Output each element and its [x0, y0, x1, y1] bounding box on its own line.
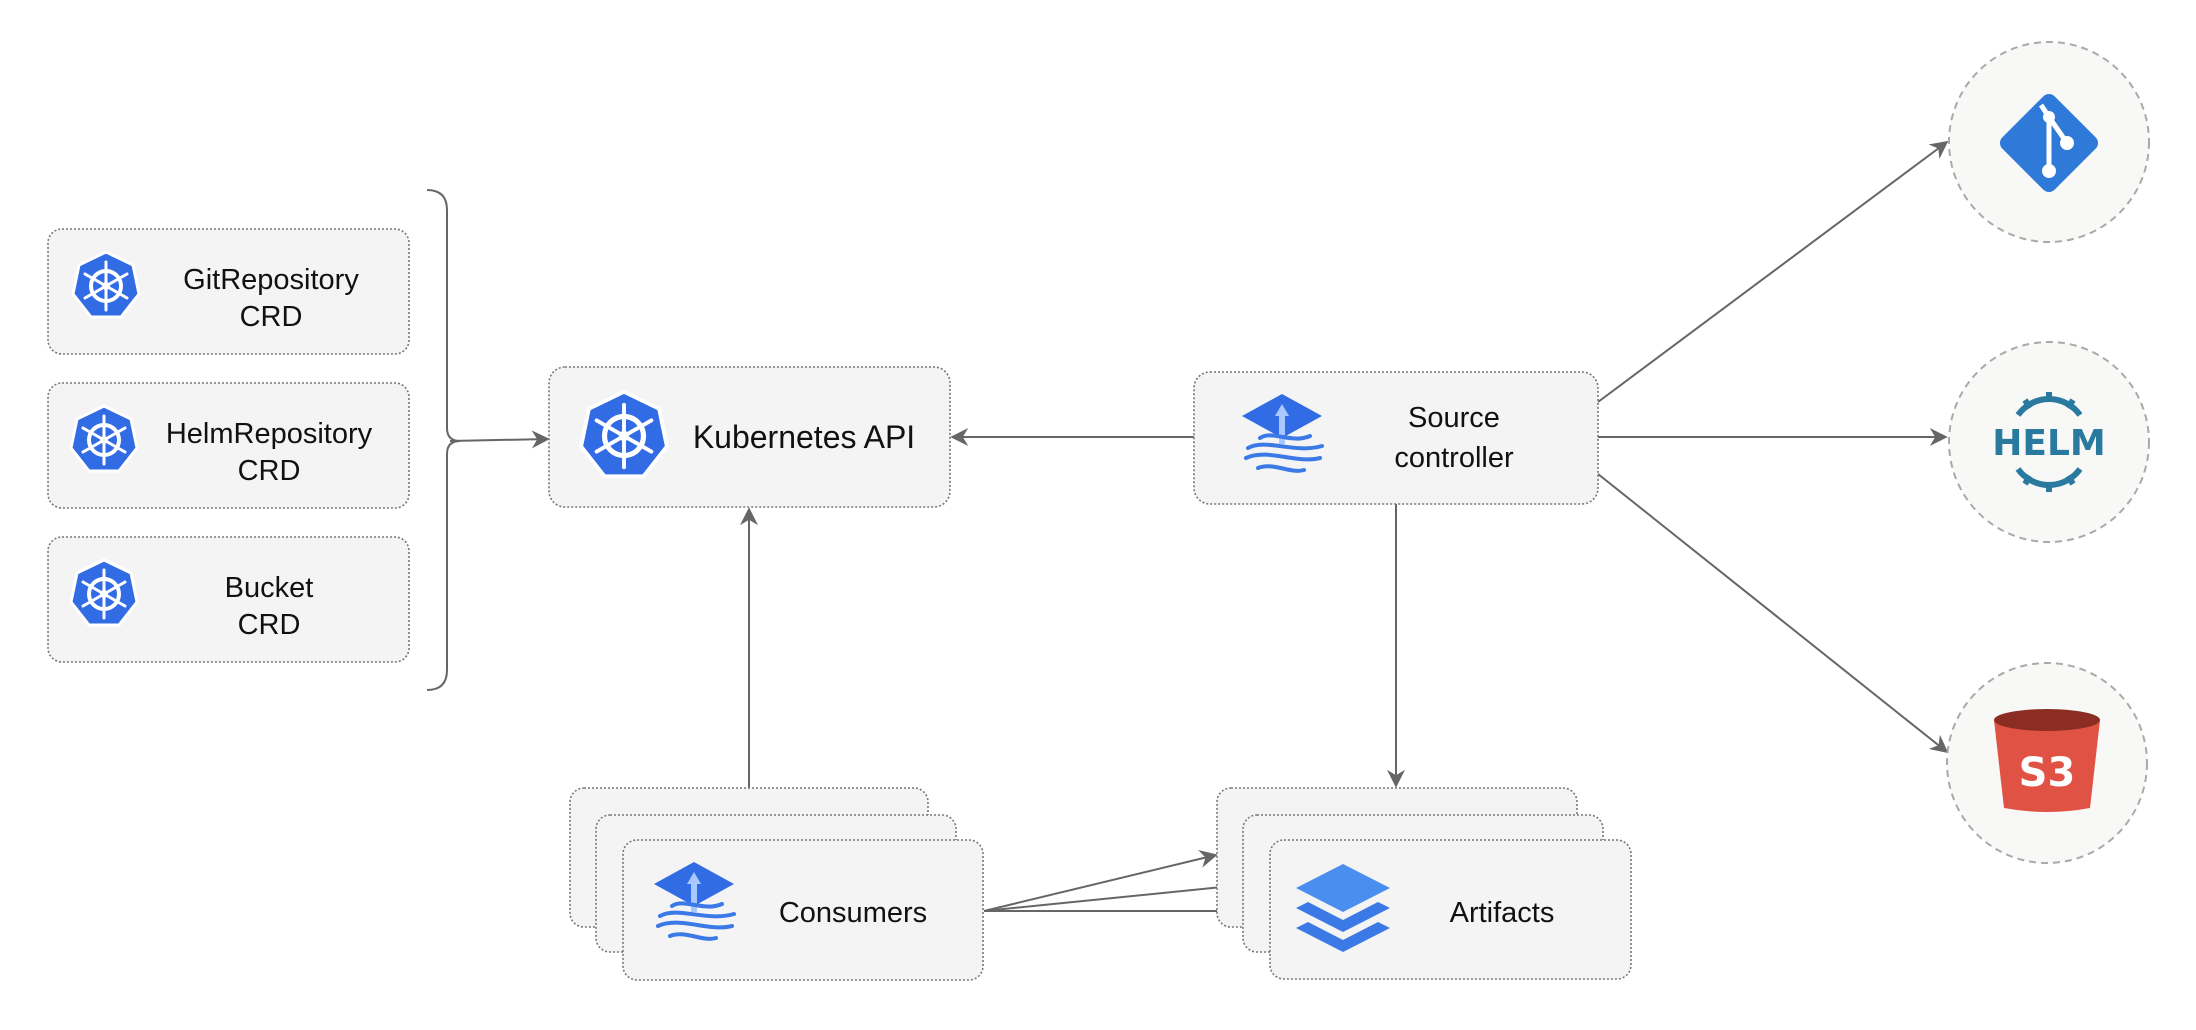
kubernetes-icon: [69, 404, 139, 473]
edge-source-controller-to-git: [1597, 140, 1949, 403]
source-controller-sublabel: controller: [1394, 442, 1514, 474]
helm-icon: HELM: [1992, 392, 2106, 492]
edge-consumers-to-artifacts-2: [983, 877, 1244, 912]
edge-consumers-to-artifacts-1: [983, 850, 1218, 912]
s3-source[interactable]: S3: [1946, 662, 2148, 864]
source-controller-label: Source: [1408, 402, 1500, 434]
consumers-node[interactable]: Consumers: [569, 787, 984, 981]
crd-gitrepository[interactable]: GitRepository CRD: [47, 228, 410, 355]
s3-logo-text: S3: [2019, 750, 2076, 796]
kubernetes-icon: [71, 250, 141, 319]
edge-crds-to-kubernetes-api: [449, 430, 550, 449]
source-controller-node[interactable]: Source controller: [1193, 371, 1599, 505]
kubernetes-api-node[interactable]: Kubernetes API: [548, 366, 951, 508]
edge-source-controller-to-s3: [1597, 473, 1949, 754]
edges: [426, 140, 1949, 920]
crd-label: GitRepository: [183, 264, 359, 296]
crd-label: HelmRepository: [166, 418, 373, 450]
helm-logo-text: HELM: [1992, 423, 2105, 464]
crd-helmrepository[interactable]: HelmRepository CRD: [47, 382, 410, 509]
artifacts-label: Artifacts: [1450, 897, 1555, 929]
crd-sublabel: CRD: [238, 455, 301, 487]
crd-sublabel: CRD: [238, 609, 301, 641]
crd-label: Bucket: [225, 572, 314, 604]
helm-source[interactable]: HELM: [1948, 341, 2150, 543]
kubernetes-api-label: Kubernetes API: [693, 419, 915, 455]
crd-sublabel: CRD: [240, 301, 303, 333]
artifacts-node[interactable]: Artifacts: [1216, 787, 1632, 980]
git-icon: [1999, 93, 2099, 193]
kubernetes-icon: [581, 392, 667, 477]
consumers-label: Consumers: [779, 897, 927, 929]
kubernetes-icon: [69, 558, 139, 627]
crd-bucket[interactable]: Bucket CRD: [47, 536, 410, 663]
git-source[interactable]: [1948, 41, 2150, 243]
s3-bucket-icon: S3: [1994, 709, 2100, 812]
